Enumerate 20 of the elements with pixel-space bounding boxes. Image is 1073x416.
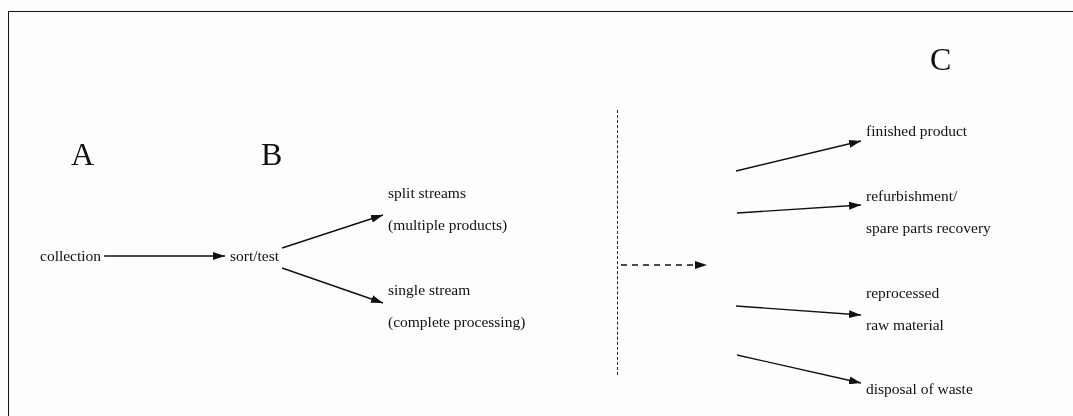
node-label: collection xyxy=(40,246,102,266)
node-label: split streams (multiple products) xyxy=(388,183,508,235)
arrow xyxy=(736,354,862,385)
node-label: single stream (complete processing) xyxy=(388,280,526,332)
node-label: sort/test xyxy=(230,246,280,266)
arrow xyxy=(736,201,862,214)
dashed-arrow xyxy=(620,261,708,269)
arrow xyxy=(281,214,384,249)
arrow xyxy=(735,139,862,172)
node-label: refurbishment/ spare parts recovery xyxy=(866,186,991,238)
stage-letter: A xyxy=(71,138,95,170)
arrow xyxy=(281,267,384,304)
node-label: reprocessed raw material xyxy=(866,283,944,335)
arrow xyxy=(735,305,862,319)
stage-letter: C xyxy=(930,43,952,75)
dashed-divider-line xyxy=(617,110,618,375)
stage-letter: B xyxy=(261,138,283,170)
node-label: finished product xyxy=(866,121,968,141)
node-label: disposal of waste xyxy=(866,379,973,399)
arrow xyxy=(103,252,226,260)
